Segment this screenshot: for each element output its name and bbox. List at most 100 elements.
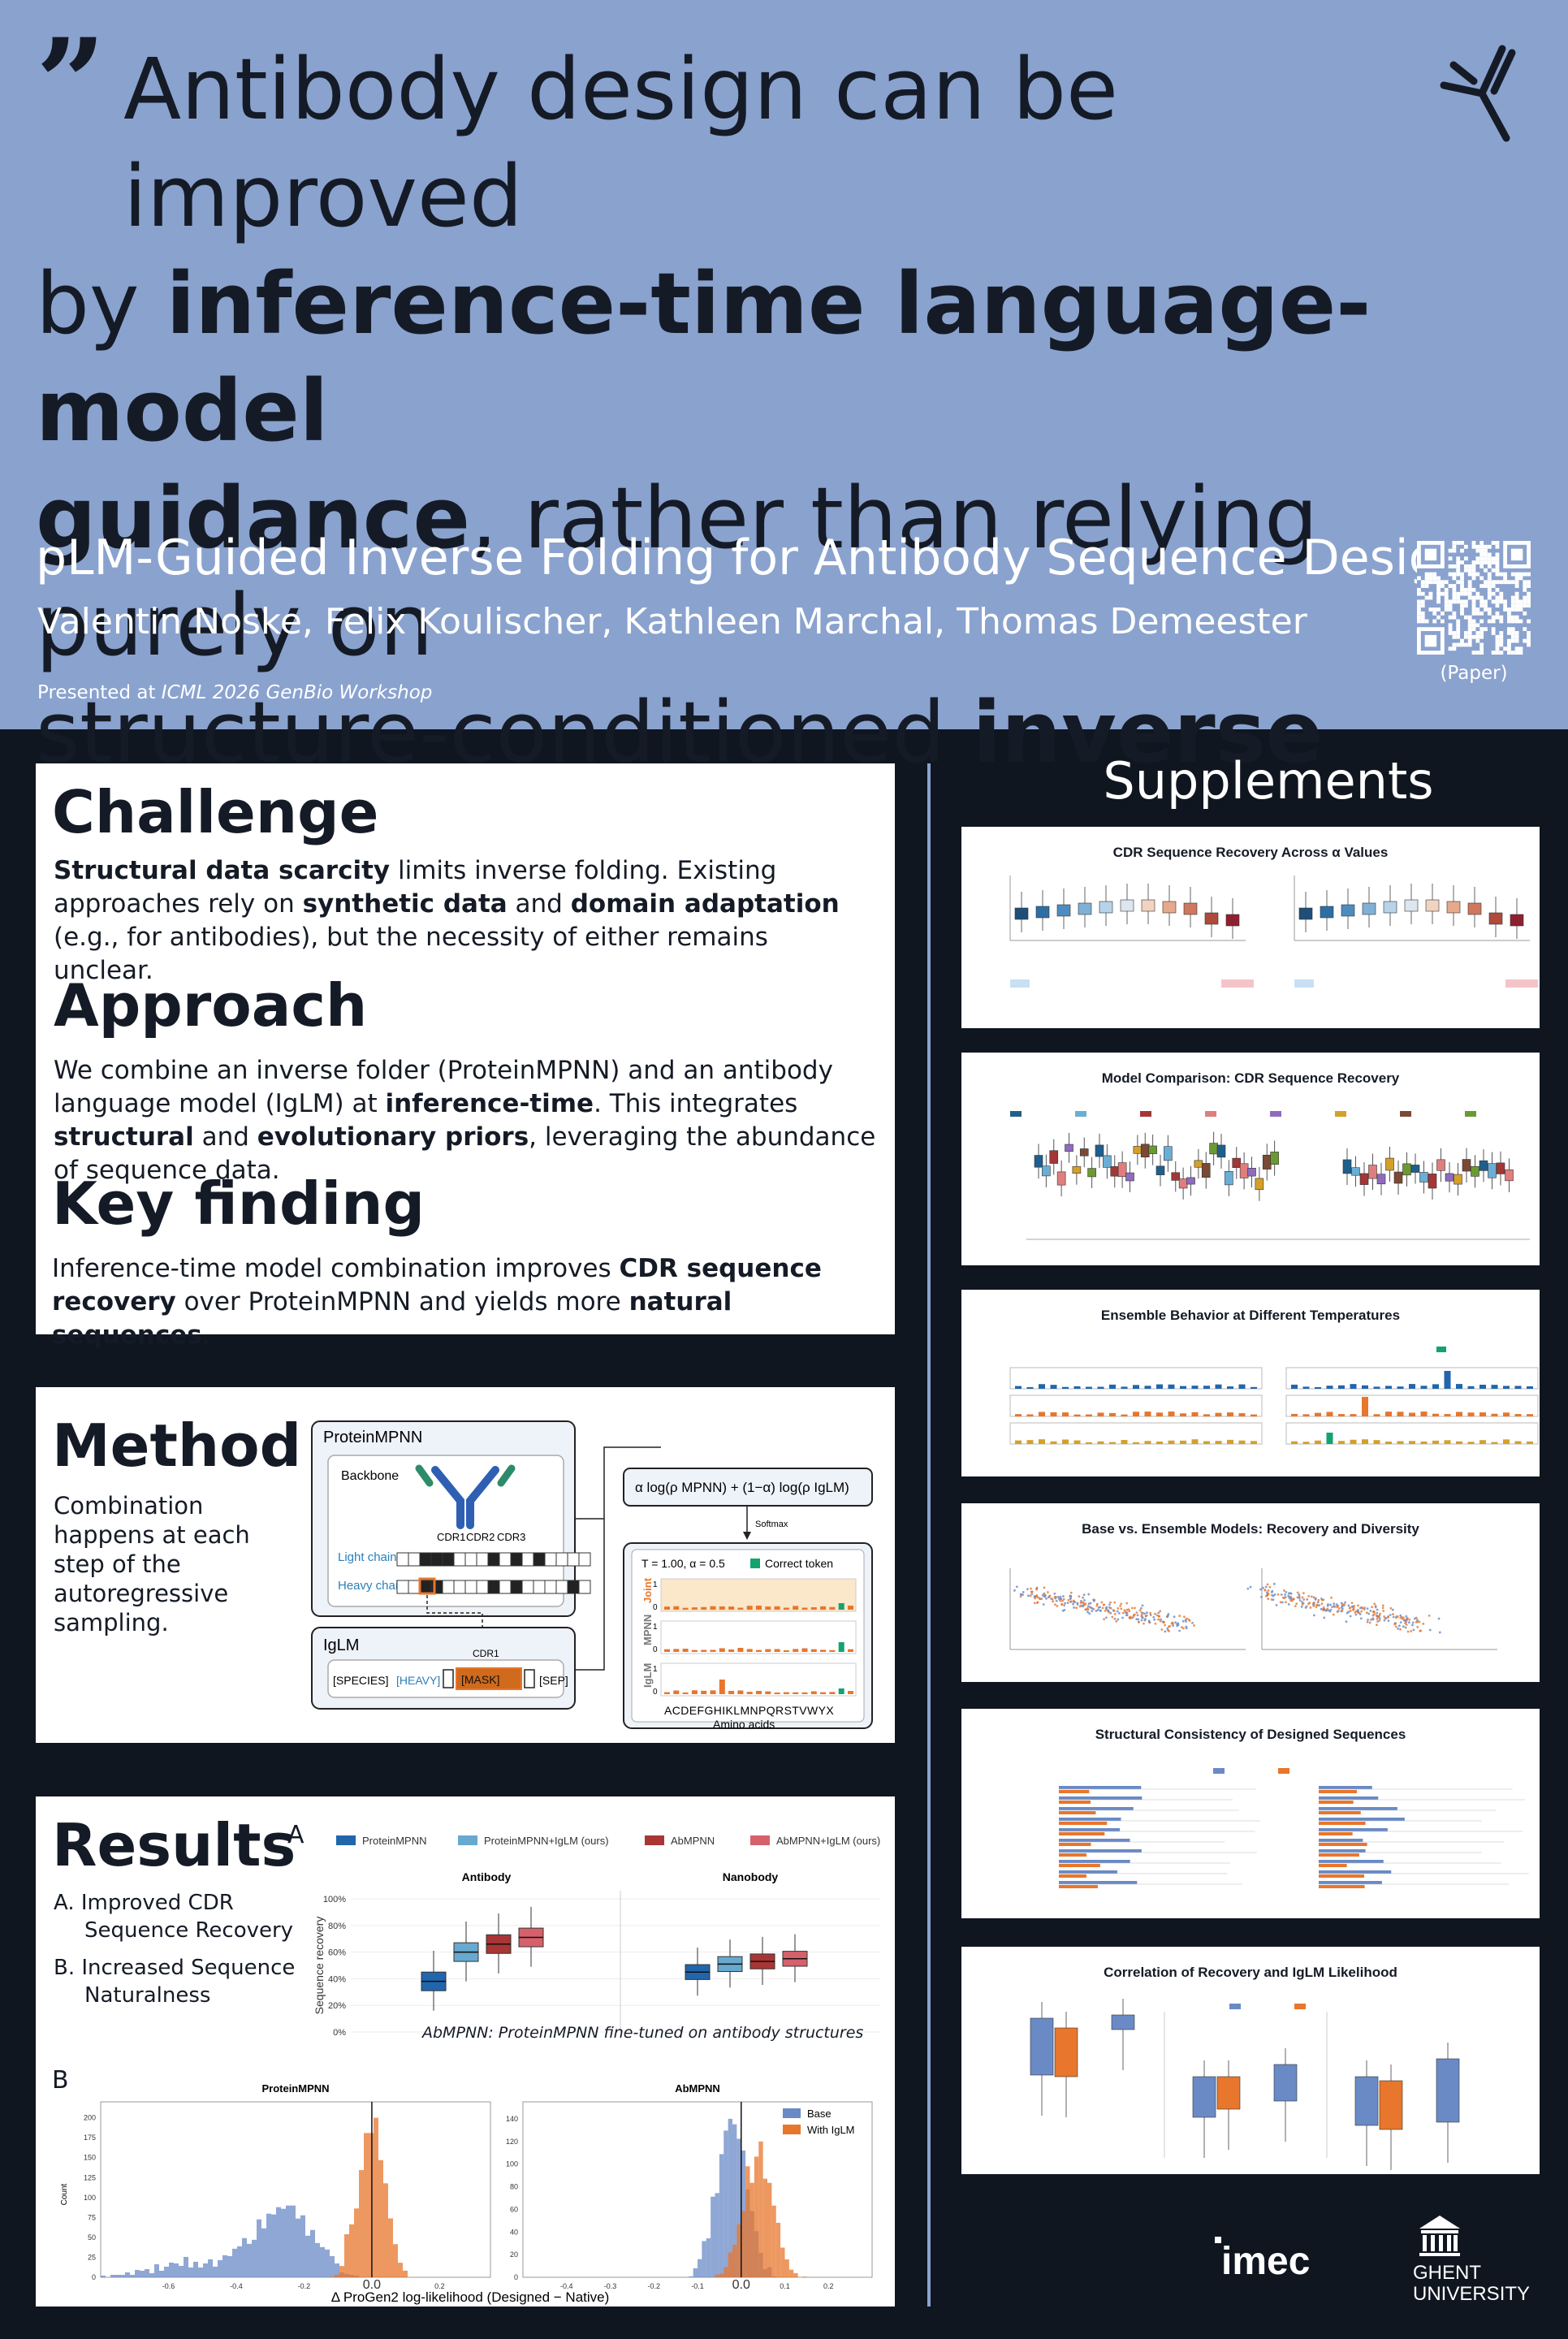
hist-bar [110, 2274, 115, 2277]
scatter-point [1396, 1615, 1399, 1618]
y-tick: 20 [510, 2250, 518, 2259]
qr-code-icon[interactable] [1417, 541, 1531, 655]
qr-module [1507, 607, 1511, 612]
scatter-point [1285, 1601, 1287, 1604]
x-tick: -0.3 [604, 2282, 617, 2290]
hbox [1059, 1786, 1142, 1789]
venue: ICML 2026 GenBio Workshop [161, 682, 433, 703]
scatter-point [1333, 1602, 1336, 1606]
x-tick: 0.0 [732, 2278, 750, 2292]
y-tick: 40% [328, 1974, 346, 1984]
qr-module [1452, 591, 1457, 596]
txt: Structural data scarcity [54, 856, 391, 885]
prob-bar [848, 1691, 853, 1694]
box [1232, 1157, 1242, 1168]
seq-cell [396, 1552, 409, 1567]
scatter-point [1376, 1620, 1380, 1623]
scatter-point [1422, 1622, 1425, 1625]
prob-bar [1109, 1442, 1116, 1444]
poster-title: pLM-Guided Inverse Folding for Antibody … [36, 530, 1471, 586]
supp-chart-4 [1009, 1568, 1497, 1650]
qr-module [1452, 576, 1457, 581]
scatter-point [1158, 1615, 1161, 1618]
qr-module [1523, 580, 1527, 585]
qr-module [1471, 603, 1476, 608]
qr-module [1467, 615, 1472, 620]
scatter-point [1121, 1616, 1124, 1619]
hbox [1059, 1864, 1100, 1867]
qr-module [1460, 580, 1464, 585]
scatter-point [1132, 1615, 1135, 1618]
scatter-point [1392, 1613, 1394, 1615]
scatter-point [1301, 1603, 1304, 1606]
y-tick: 100 [84, 2194, 96, 2202]
hist-bar [398, 2263, 403, 2277]
scatter-point [1392, 1615, 1395, 1619]
scatter-point [1264, 1585, 1268, 1589]
scatter-point [1066, 1602, 1069, 1605]
x-tick: -0.4 [560, 2282, 573, 2290]
scatter-point [1154, 1622, 1157, 1625]
box [1225, 1171, 1233, 1186]
scatter-point [1100, 1601, 1104, 1604]
y-label: Sequence recovery [313, 1917, 326, 2015]
scatter-point [1366, 1620, 1369, 1623]
qr-module [1463, 591, 1468, 596]
scatter-point [1099, 1606, 1101, 1609]
subplot-title: Antibody [462, 1870, 512, 1883]
hist-bar [369, 2133, 374, 2277]
challenge-heading: Challenge [52, 778, 379, 846]
scatter-point [1288, 1595, 1291, 1598]
row-label: Joint [641, 1577, 654, 1603]
qr-module [1510, 607, 1515, 612]
light-chain-label: Light chain [338, 1550, 397, 1564]
scatter-point [1371, 1606, 1373, 1609]
scatter-point [1310, 1595, 1313, 1598]
qr-module [1499, 638, 1504, 643]
qr-module [1448, 627, 1453, 632]
qr-module [1471, 634, 1476, 639]
qr-module [1432, 580, 1437, 585]
prob-bar [1467, 1442, 1475, 1444]
qr-module [1463, 642, 1468, 647]
scatter-point [1405, 1620, 1407, 1623]
prob-bar [691, 1690, 698, 1694]
scatter-point [1318, 1604, 1321, 1607]
scatter-point [1302, 1598, 1306, 1601]
txt: and [507, 889, 571, 919]
qr-module [1491, 591, 1496, 596]
cdr1-highlight [418, 1577, 436, 1595]
qr-module [1463, 599, 1468, 604]
scatter-point [1259, 1588, 1262, 1591]
hbox [1059, 1881, 1138, 1884]
qr-module [1467, 623, 1472, 628]
qr-module [1420, 584, 1425, 588]
scatter-point [1178, 1629, 1181, 1632]
legend-swatch [336, 1835, 356, 1845]
qr-module [1523, 638, 1527, 643]
qr-module [1417, 607, 1421, 612]
qr-module [1456, 556, 1461, 561]
scatter-point [1281, 1601, 1284, 1604]
scatter-point [1140, 1619, 1143, 1622]
scatter-point [1054, 1603, 1056, 1606]
legend-swatch [1075, 1111, 1086, 1117]
scatter-point [1344, 1601, 1346, 1604]
scatter-point [1045, 1597, 1047, 1600]
hist-bar [305, 2235, 310, 2277]
backbone-box [327, 1455, 564, 1607]
qr-module [1456, 595, 1461, 600]
scatter-point [1157, 1618, 1160, 1621]
box [1239, 1163, 1249, 1178]
qr-module [1527, 591, 1531, 596]
prob-bar [1026, 1386, 1034, 1389]
prob-bar [1362, 1439, 1368, 1444]
qr-module [1507, 651, 1511, 655]
qr-module [1471, 619, 1476, 624]
scatter-point [1172, 1622, 1174, 1625]
scatter-point [1330, 1596, 1333, 1599]
scatter-point [1121, 1611, 1125, 1615]
scatter-point [1266, 1583, 1269, 1586]
scatter-point [1102, 1603, 1105, 1606]
box [1034, 1155, 1043, 1168]
